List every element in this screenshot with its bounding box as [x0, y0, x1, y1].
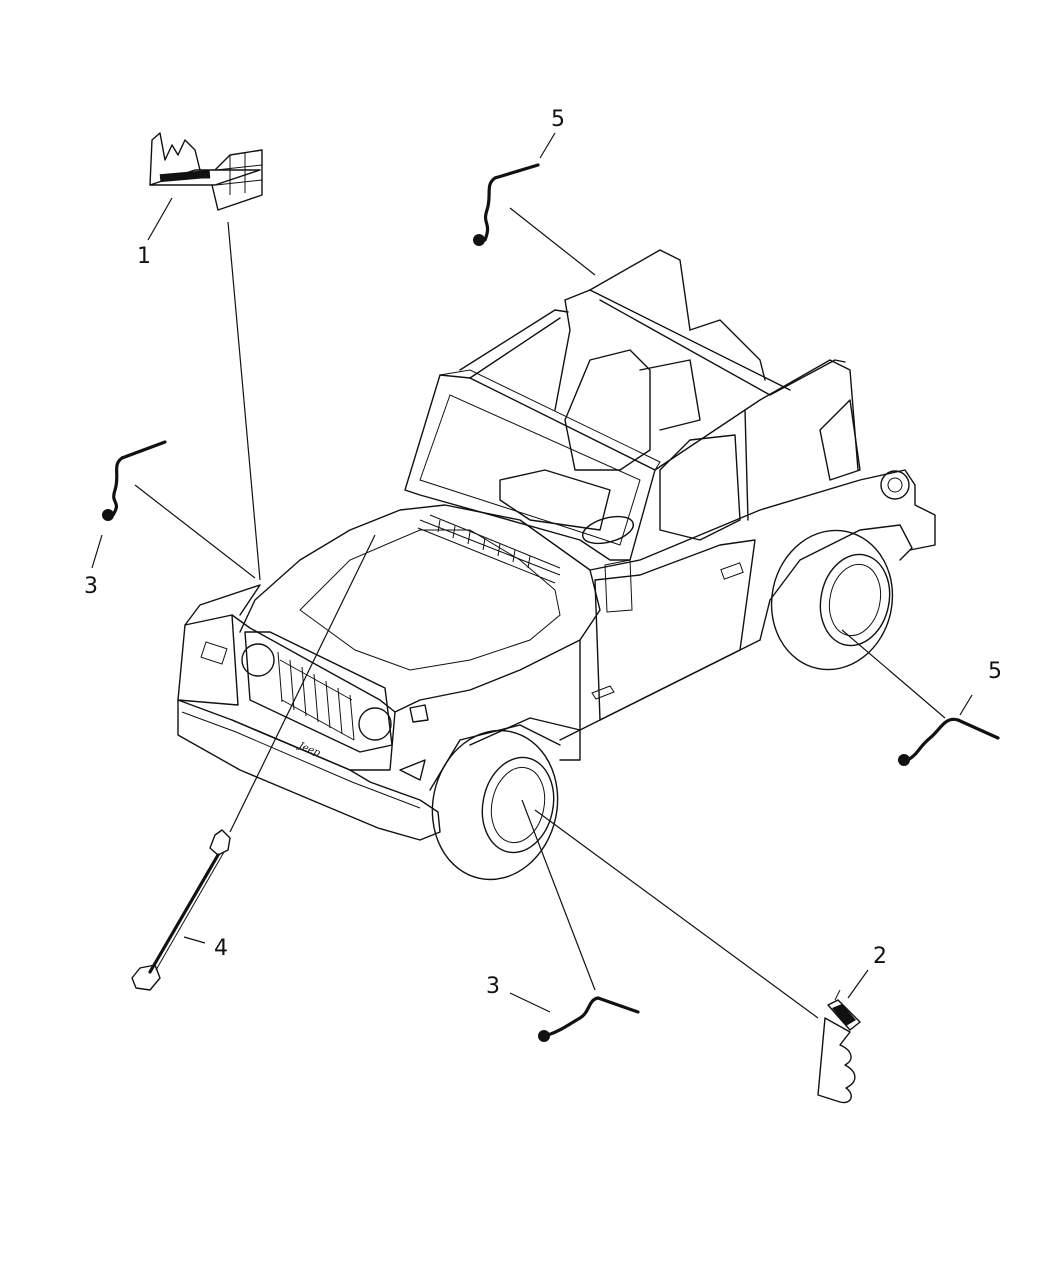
part-4-cable — [131, 829, 231, 991]
callout-3-left: 3 — [84, 574, 98, 599]
callout-2: 2 — [873, 944, 887, 969]
callout-5-right: 5 — [988, 659, 1002, 684]
part-5-wire-right — [898, 717, 1000, 766]
jeep-badge: Jeep — [295, 740, 322, 760]
jeep-vehicle-illustration: Jeep — [177, 249, 936, 881]
part-5-wire-top — [473, 163, 540, 246]
callout-4: 4 — [214, 936, 228, 961]
callout-3-bottom: 3 — [486, 974, 500, 999]
part-2-sensor-clip — [817, 989, 861, 1104]
part-3-wire-bottom — [538, 996, 640, 1042]
callout-1: 1 — [137, 244, 151, 269]
callout-5-top: 5 — [551, 107, 565, 132]
part-3-wire-left — [102, 440, 167, 521]
part-1-module-bracket — [149, 132, 263, 211]
